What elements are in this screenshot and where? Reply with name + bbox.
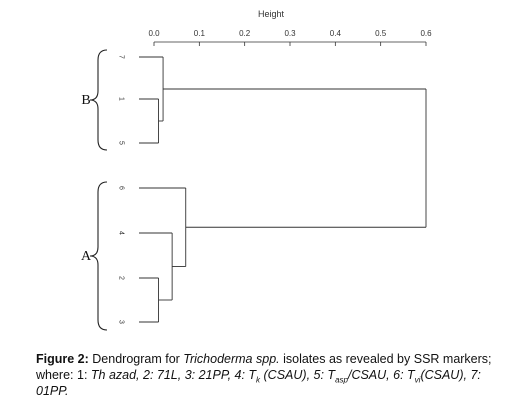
caption-sub-asp: asp	[335, 375, 348, 385]
axis-tick-label: 0.0	[148, 29, 160, 38]
leaf-labels: 7 1 5 6 4 2 3	[118, 55, 125, 324]
height-axis: 0.0 0.1 0.2 0.3 0.4 0.5 0.6	[148, 29, 432, 46]
figure-number: Figure 2:	[36, 352, 89, 366]
tree-branches	[139, 56, 427, 323]
group-brace	[89, 49, 108, 151]
leaf-label: 3	[118, 320, 125, 324]
group-label: B	[81, 93, 90, 108]
leaf-label: 4	[118, 231, 125, 235]
caption-key-4: (CSAU), 7: 01PP.	[36, 368, 481, 398]
axis-tick-label: 0.2	[239, 29, 251, 38]
figure-caption: Figure 2: Dendrogram for Trichoderma spp…	[36, 351, 494, 399]
group-label: A	[81, 249, 92, 264]
caption-sub-k: k	[256, 375, 261, 385]
caption-taxon: Trichoderma spp.	[183, 352, 280, 366]
leaf-label: 7	[118, 55, 125, 59]
axis-tick-label: 0.4	[330, 29, 342, 38]
leaf-label: 5	[118, 141, 125, 145]
caption-sub-vi: vi	[414, 375, 421, 385]
axis-tick-label: 0.1	[194, 29, 206, 38]
leaf-label: 2	[118, 276, 125, 280]
group-braces: BA	[81, 49, 108, 331]
axis-tick-label: 0.5	[375, 29, 387, 38]
caption-key-3: /CSAU, 6: T	[347, 368, 415, 382]
caption-text-2: isolates as revealed by SSR markers; whe…	[36, 352, 492, 382]
caption-key-2: (CSAU), 5: T	[260, 368, 336, 382]
axis-title: Height	[258, 9, 285, 19]
group-brace	[89, 181, 108, 331]
leaf-label: 1	[118, 97, 125, 101]
axis-tick-label: 0.3	[284, 29, 296, 38]
caption-text-1: Dendrogram for	[88, 352, 184, 366]
axis-tick-label: 0.6	[420, 29, 432, 38]
leaf-label: 6	[118, 186, 125, 190]
caption-key-1: Th azad, 2: 71L, 3: 21PP, 4: T	[90, 368, 257, 382]
